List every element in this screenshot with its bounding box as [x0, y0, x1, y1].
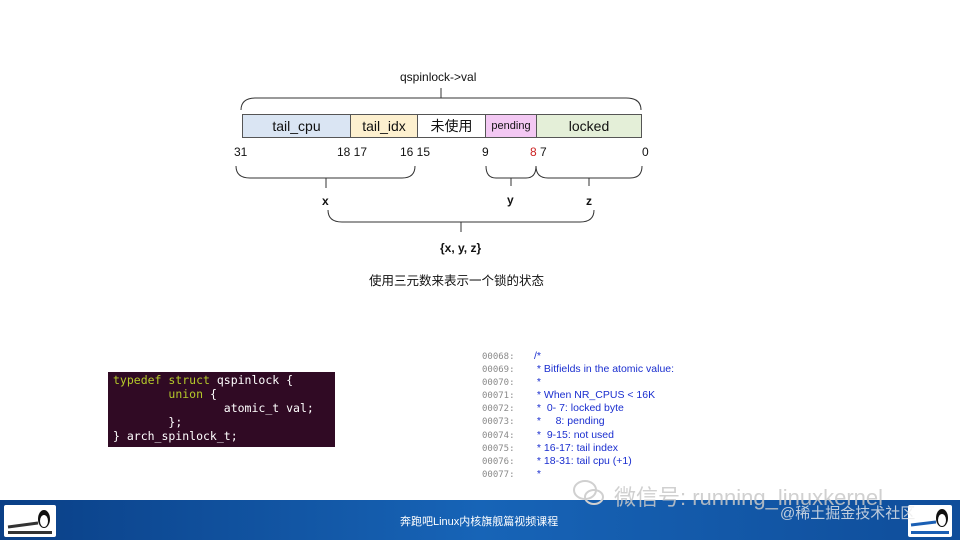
penguin-logo-icon	[910, 509, 949, 534]
bit-label-8: 8	[530, 145, 537, 159]
comment-line: 00073: * 8: pending	[482, 415, 732, 428]
bit-label-18-17: 18 17	[337, 145, 368, 159]
footer-bar: 奔跑吧Linux内核旗舰篇视频课程	[0, 500, 960, 540]
group-label-y: y	[507, 193, 514, 207]
code-line: atomic_t val;	[223, 401, 314, 415]
comment-line: 00072: * 0- 7: locked byte	[482, 402, 732, 415]
line-number: 00071:	[482, 391, 515, 402]
bit-label-31: 31	[234, 145, 248, 159]
code-line: };	[168, 415, 183, 429]
line-number: 00068:	[482, 352, 515, 362]
wechat-id: 微信号: running_linuxkernel	[614, 485, 884, 510]
comment-text: /*	[534, 350, 542, 362]
comment-text: * When NR_CPUS < 16K	[534, 389, 656, 402]
bit-label-7: 7	[540, 145, 547, 159]
bit-label-16-15: 16 15	[400, 145, 431, 159]
penguin-logo-icon	[7, 510, 52, 534]
line-number: 00076:	[482, 456, 515, 467]
field-unused: 未使用	[417, 114, 486, 138]
line-number: 00073:	[482, 417, 515, 428]
code-snippet: typedef struct qspinlock { union { atomi…	[108, 372, 335, 447]
group-braces	[235, 165, 643, 232]
bit-label-9: 9	[482, 145, 489, 159]
course-title: 奔跑吧Linux内核旗舰篇视频课程	[400, 516, 559, 528]
logo-right	[908, 505, 952, 537]
field-tail-cpu: tail_cpu	[242, 114, 351, 138]
comment-line: 00074: * 9-15: not used	[482, 429, 732, 442]
comment-text: * 0- 7: locked byte	[534, 402, 624, 415]
line-number: 00069:	[482, 365, 515, 376]
group-label-x: x	[322, 194, 329, 208]
bit-label-0: 0	[642, 145, 649, 159]
line-number: 00074:	[482, 430, 515, 441]
top-brace	[240, 88, 642, 111]
wechat-icon	[573, 480, 604, 505]
comment-text: *	[534, 467, 542, 480]
comment-text: * 16-17: tail index	[534, 441, 619, 454]
comment-text: * 9-15: not used	[534, 428, 614, 441]
comment-line: 00070: *	[482, 376, 732, 389]
line-number: 00077:	[482, 469, 515, 480]
field-tail-idx: tail_idx	[350, 114, 418, 138]
code-line: typedef struct qspinlock {	[113, 373, 294, 387]
comment-line: 00077: *	[482, 468, 732, 481]
comment-line: 00068: /*	[482, 350, 732, 363]
field-locked: locked	[536, 114, 642, 138]
comment-line: 00069: * Bitfields in the atomic value:	[482, 363, 732, 376]
line-number: 00072:	[482, 404, 515, 415]
comment-line: 00076: * 18-31: tail cpu (+1)	[482, 455, 732, 468]
line-number: 00070:	[482, 378, 515, 389]
logo-left	[4, 505, 56, 537]
group-label-z: z	[586, 194, 592, 208]
comment-text: *	[534, 376, 542, 389]
comment-text: * Bitfields in the atomic value:	[534, 363, 675, 376]
comment-line: 00071: * When NR_CPUS < 16K	[482, 389, 732, 402]
group-label-all: {x, y, z}	[440, 241, 482, 255]
comment-line: 00075: * 16-17: tail index	[482, 442, 732, 455]
comment-text: * 8: pending	[534, 415, 605, 428]
field-pending: pending	[485, 114, 537, 138]
code-line: } arch_spinlock_t;	[113, 429, 238, 443]
line-number: 00075:	[482, 443, 515, 454]
comment-text: * 18-31: tail cpu (+1)	[534, 454, 632, 467]
code-line: union {	[168, 387, 217, 401]
source-comment: 00068:/*00069: * Bitfields in the atomic…	[482, 350, 732, 481]
diagram-title: qspinlock->val	[400, 70, 477, 84]
watermark: @稀土掘金技术社区	[780, 505, 916, 522]
caption: 使用三元数来表示一个锁的状态	[369, 274, 545, 288]
